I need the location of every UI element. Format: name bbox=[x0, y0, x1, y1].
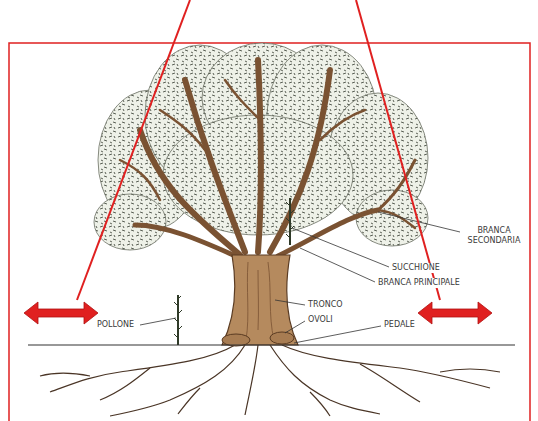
succhione-shoot bbox=[286, 198, 294, 245]
ground-line bbox=[28, 344, 515, 345]
part-label: POLLONE bbox=[96, 320, 135, 330]
part-label: SUCCHIONE bbox=[391, 263, 441, 273]
ovoli bbox=[222, 332, 294, 346]
part-label: BRANCA SECONDARIA bbox=[462, 226, 526, 246]
part-label: OVOLI bbox=[307, 315, 334, 325]
branches bbox=[120, 60, 415, 258]
part-label: TRONCO bbox=[307, 300, 344, 310]
trunk bbox=[222, 255, 298, 345]
roots bbox=[40, 345, 500, 416]
trunk-texture bbox=[246, 262, 274, 340]
double-arrow bbox=[418, 302, 492, 324]
pointer-line bbox=[356, 0, 440, 300]
leader-lines bbox=[140, 212, 460, 343]
part-label: PEDALE bbox=[383, 320, 416, 330]
double-arrow bbox=[24, 302, 98, 324]
pollone-shoot bbox=[174, 295, 182, 345]
pointer-line bbox=[77, 0, 190, 300]
part-label: BRANCA PRINCIPALE bbox=[377, 278, 461, 288]
frame-border bbox=[9, 43, 530, 421]
